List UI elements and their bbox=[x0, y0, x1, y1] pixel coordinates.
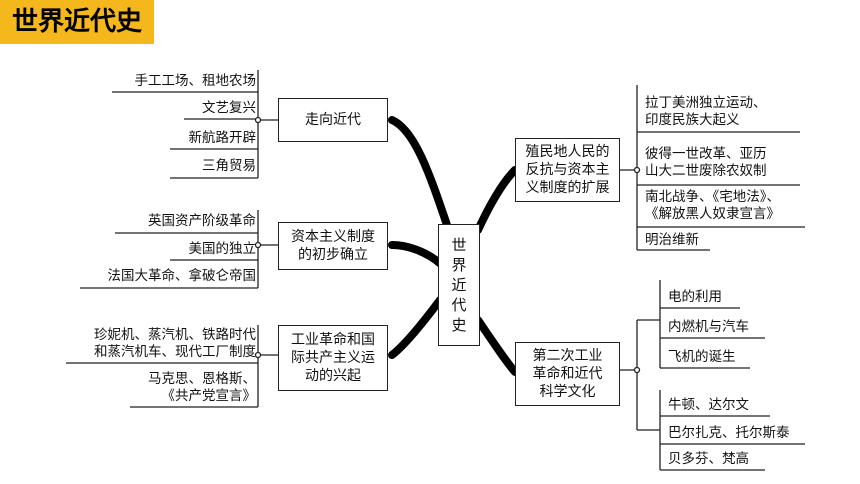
leaf-b4-2: 彼得一世改革、亚历 山大二世废除农奴制 bbox=[645, 146, 767, 179]
branch-node-b4: 殖民地人民的 反抗与资本主 义制度的扩展 bbox=[515, 138, 620, 202]
branch-node-b3: 工业革命和国 际共产主义运 动的兴起 bbox=[278, 325, 388, 391]
branch-node-b5: 第二次工业 革命和近代 科学文化 bbox=[515, 342, 620, 406]
leaf-b2-1: 英国资产阶级革命 bbox=[148, 213, 256, 229]
center-node: 世 界 近 代 史 bbox=[438, 224, 480, 346]
connector-b5 bbox=[474, 316, 519, 376]
leaf-b5-6: 贝多芬、梵高 bbox=[668, 451, 749, 467]
leaf-b1-2: 文艺复兴 bbox=[202, 100, 256, 116]
branch-node-b2: 资本主义制度 的初步确立 bbox=[278, 222, 388, 270]
leaf-b2-3: 法国大革命、拿破仑帝国 bbox=[107, 268, 257, 284]
leaf-b5-4: 牛顿、达尔文 bbox=[668, 397, 749, 413]
leaf-b5-2: 内燃机与汽车 bbox=[668, 319, 749, 335]
leaf-b3-2: 马克思、恩格斯、 《共产党宣言》 bbox=[148, 371, 256, 404]
leaf-b4-3: 南北战争、《宅地法》、 《解放黑人奴隶宣言》 bbox=[645, 189, 780, 222]
leaf-b5-1: 电的利用 bbox=[668, 289, 722, 305]
page-title: 世界近代史 bbox=[0, 0, 155, 44]
leaf-b1-3: 新航路开辟 bbox=[188, 130, 257, 146]
leaf-b3-1: 珍妮机、蒸汽机、铁路时代 和蒸汽机车、现代工厂制度 bbox=[94, 327, 256, 360]
leaf-b5-5: 巴尔扎克、托尔斯泰 bbox=[668, 425, 790, 441]
connector-b2 bbox=[388, 241, 446, 269]
leaf-b5-3: 飞机的诞生 bbox=[668, 349, 736, 365]
connector-b1 bbox=[388, 116, 452, 232]
leaf-b2-2: 美国的独立 bbox=[188, 241, 257, 257]
leaf-b1-1: 手工工场、租地农场 bbox=[134, 73, 257, 89]
leaf-b4-4: 明治维新 bbox=[645, 232, 699, 248]
branch-node-b1: 走向近代 bbox=[278, 98, 388, 142]
connector-b3 bbox=[388, 296, 444, 359]
leaf-b4-1: 拉丁美洲独立运动、 印度民族大起义 bbox=[645, 95, 767, 128]
leaf-b1-4: 三角贸易 bbox=[202, 158, 256, 174]
connector-b4 bbox=[474, 166, 519, 234]
